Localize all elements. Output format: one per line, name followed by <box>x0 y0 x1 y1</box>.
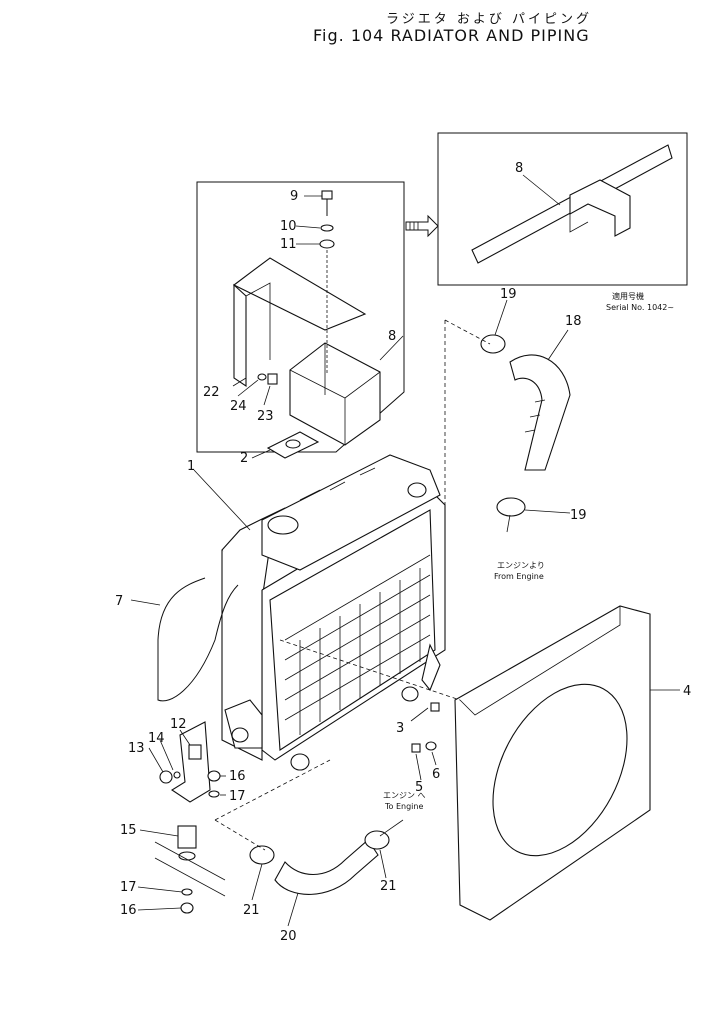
callout-21-right: 21 <box>380 879 397 894</box>
radiator-cap <box>266 431 320 459</box>
callout-1: 1 <box>187 459 195 474</box>
callout-19-bottom: 19 <box>570 508 587 523</box>
fan-shroud <box>454 605 651 921</box>
callout-16-upper: 16 <box>229 769 246 784</box>
to-engine-jp: エンジン へ <box>383 791 426 800</box>
core-fins <box>284 554 431 735</box>
washer-6 <box>425 741 437 751</box>
callout-20: 20 <box>280 929 297 944</box>
title-japanese: ラジエタ および パイピング <box>386 12 593 27</box>
lower-hose <box>274 839 379 895</box>
callout-16-lower: 16 <box>120 903 137 918</box>
mount-bracket <box>159 721 221 803</box>
callout-7: 7 <box>115 594 123 609</box>
hose-clamp-upper <box>480 334 506 354</box>
callout-11: 11 <box>280 237 297 252</box>
callout-19-top: 19 <box>500 287 517 302</box>
callout-22: 22 <box>203 385 220 400</box>
serial-note-jp: 適用号機 <box>612 291 644 301</box>
callout-4: 4 <box>683 684 691 699</box>
serial-note: Serial No. 1042~ <box>606 303 674 312</box>
detail-inset <box>437 132 688 286</box>
bracket-detail-box <box>196 181 405 453</box>
callout-9: 9 <box>290 189 298 204</box>
callout-2: 2 <box>240 451 248 466</box>
rubber-mount <box>154 825 226 914</box>
alignment-lines <box>214 319 491 851</box>
callout-13: 13 <box>128 741 145 756</box>
from-engine-label: From Engine <box>494 572 544 581</box>
notes: 適用号機 Serial No. 1042~ エンジンより From Engine… <box>383 291 674 811</box>
inset-arrow-icon <box>405 214 439 238</box>
callout-17-upper: 17 <box>229 789 246 804</box>
upper-hose <box>509 354 571 471</box>
callout-8: 8 <box>388 329 396 344</box>
callout-10: 10 <box>280 219 297 234</box>
callout-24: 24 <box>230 399 247 414</box>
callout-5: 5 <box>415 780 423 795</box>
callout-12: 12 <box>170 717 187 732</box>
figure-title: Fig. 104 RADIATOR AND PIPING <box>313 26 590 45</box>
callout-3: 3 <box>396 721 404 736</box>
callout-17-lower: 17 <box>120 880 137 895</box>
callout-labels: 8 9 10 11 8 22 24 23 2 1 7 19 18 19 4 3 … <box>115 161 691 944</box>
overflow-tube <box>157 577 239 702</box>
hose-clamp-lower <box>496 497 526 517</box>
lower-hose-clamp-right <box>364 830 390 850</box>
callout-8-inset: 8 <box>515 161 523 176</box>
bolt-3 <box>430 702 440 712</box>
callout-18: 18 <box>565 314 582 329</box>
to-engine-label: To Engine <box>384 802 423 811</box>
callout-14: 14 <box>148 731 165 746</box>
callout-23: 23 <box>257 409 274 424</box>
callout-21-left: 21 <box>243 903 260 918</box>
callout-15: 15 <box>120 823 137 838</box>
radiator <box>221 454 446 771</box>
from-engine-jp: エンジンより <box>497 561 545 570</box>
callout-6: 6 <box>432 767 440 782</box>
lower-hose-clamp-left <box>249 845 275 865</box>
bolt-5 <box>411 743 421 753</box>
leader-lines <box>130 174 680 927</box>
